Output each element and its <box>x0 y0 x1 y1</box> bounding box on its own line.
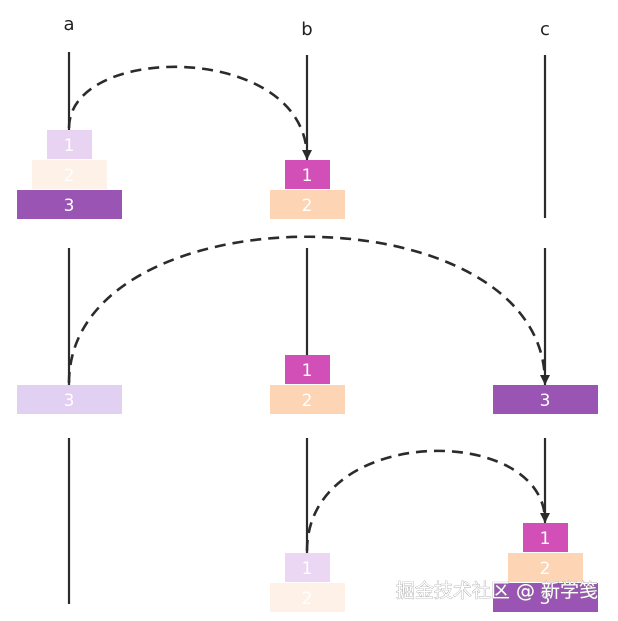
disk-rect <box>523 523 568 552</box>
move-arrow-a-to-b <box>67 65 312 160</box>
watermark-text: 掘金技术社区 @ 新学笺 <box>396 580 598 602</box>
disk-rect <box>285 553 330 582</box>
disk-label: 3 <box>540 391 551 411</box>
disk-rect <box>32 160 107 189</box>
disk-label: 2 <box>302 391 313 411</box>
disk-label: 2 <box>64 166 75 186</box>
disks: 1 2 3 1 2 3 1 2 3 1 2 1 2 3 <box>17 130 598 612</box>
disk-label: 2 <box>540 559 551 579</box>
disk-label: 3 <box>64 391 75 411</box>
peg-label-c: c <box>540 19 550 40</box>
disk-label: 2 <box>302 196 313 216</box>
disk-rect <box>270 385 345 414</box>
disk-label: 1 <box>302 559 313 579</box>
disk-rect <box>270 190 345 219</box>
disk-label: 1 <box>540 529 551 549</box>
disk-label: 1 <box>302 361 313 381</box>
disk-label: 1 <box>64 136 75 156</box>
peg-rods <box>67 52 547 604</box>
disk-label: 2 <box>302 589 313 609</box>
disk-rect <box>285 355 330 384</box>
disk-label: 3 <box>64 196 75 216</box>
disk-rect <box>17 385 122 414</box>
disk-rect <box>508 553 583 582</box>
disk-label: 3 <box>540 589 551 609</box>
disk-rect <box>493 583 598 612</box>
disk-rect <box>285 160 330 189</box>
disk-label: 1 <box>302 166 313 186</box>
disk-rect <box>270 583 345 612</box>
move-arrow-a-to-c <box>67 235 550 385</box>
move-arrows <box>67 65 550 552</box>
peg-label-b: b <box>301 19 312 40</box>
move-arrow-b-to-c <box>305 449 550 552</box>
disk-rect <box>17 190 122 219</box>
peg-label-a: a <box>63 14 74 35</box>
disk-rect <box>493 385 598 414</box>
disk-rect <box>47 130 92 159</box>
